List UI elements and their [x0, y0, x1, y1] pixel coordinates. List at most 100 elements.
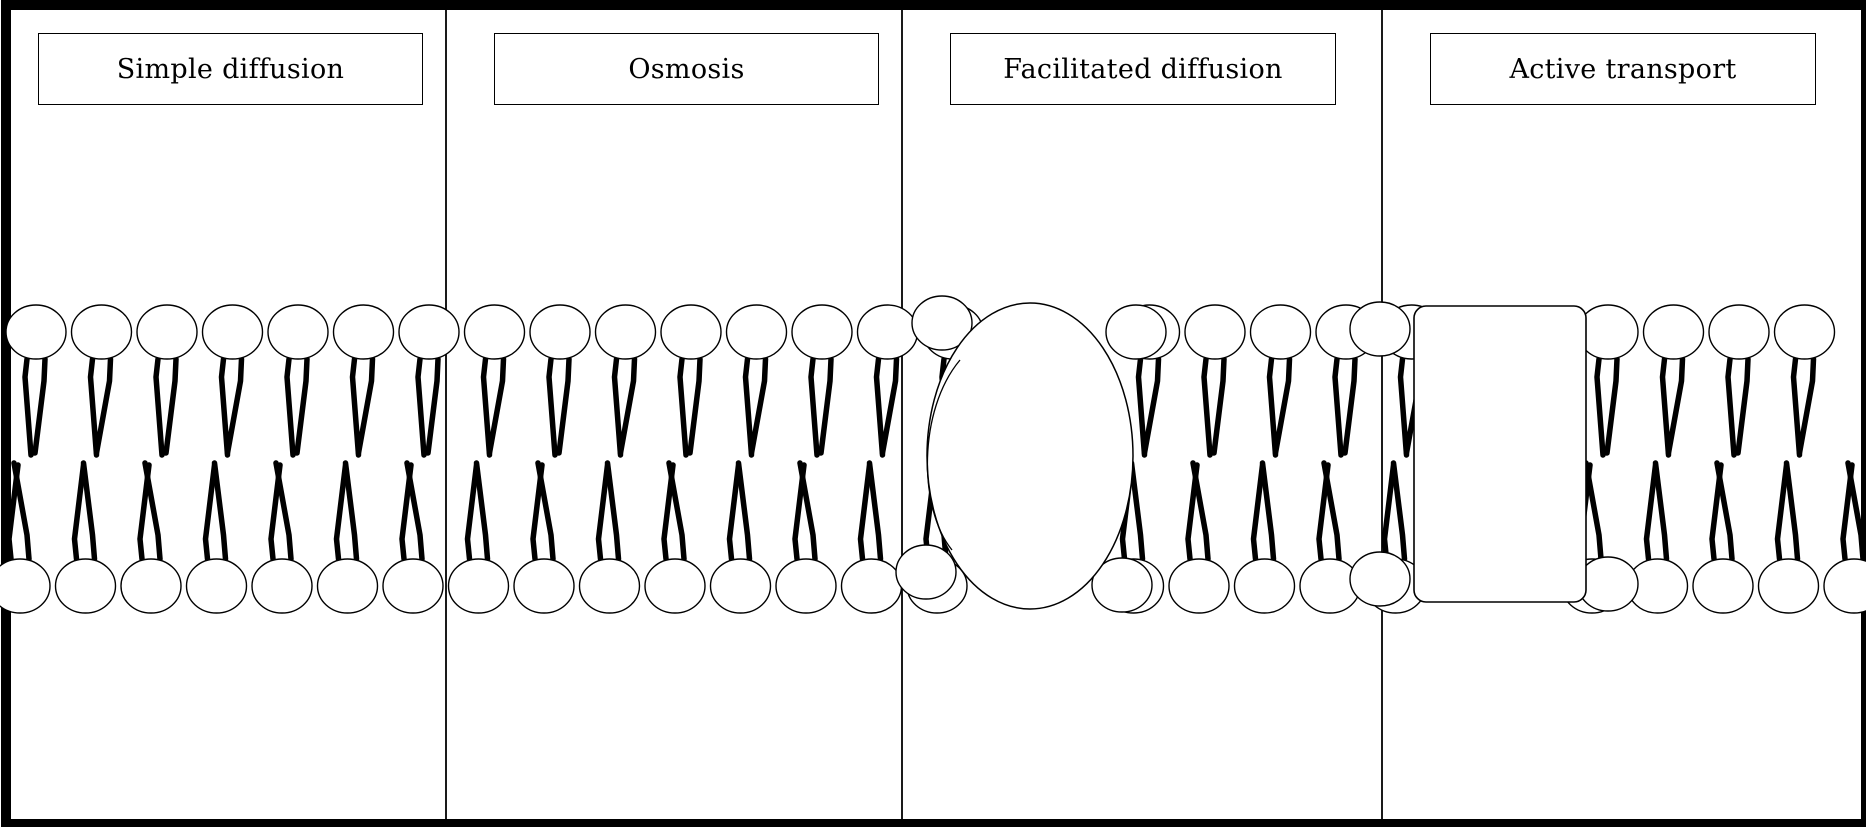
lipid-tail: [1332, 356, 1344, 458]
phospholipid-head: [447, 558, 510, 614]
phospholipid-head: [775, 558, 837, 614]
lipid-tail: [1397, 356, 1410, 458]
lipid-tail: [333, 462, 349, 562]
phospholipid-head: [529, 304, 591, 360]
lipid-tail: [1316, 462, 1331, 562]
panel-title-active-transport: Active transport: [1430, 33, 1816, 105]
phospholipid-head: [1349, 301, 1411, 357]
phospholipid-head: [1105, 304, 1167, 360]
lipid-tail: [1211, 356, 1227, 456]
lipid-tail: [1845, 460, 1866, 562]
lipid-tail: [661, 462, 676, 562]
phospholipid-head: [1349, 551, 1411, 607]
lipid-tail: [268, 462, 283, 562]
lipid-tail: [1135, 356, 1148, 458]
membrane-proteins: [926, 302, 1587, 610]
panel-title-facilitated-diffusion: Facilitated diffusion: [950, 33, 1336, 105]
lipid-tail: [792, 462, 807, 562]
lipid-tail: [818, 356, 834, 456]
phospholipid-head: [578, 558, 641, 614]
lipid-tail: [1272, 356, 1293, 456]
lipid-tail: [273, 460, 294, 562]
lipid-tail: [1643, 462, 1659, 562]
lipid-tail: [1342, 356, 1358, 456]
phospholipid-head: [1773, 304, 1836, 360]
phospholipid-head: [1642, 304, 1705, 360]
lipid-tail: [535, 460, 556, 562]
lipid-tail: [480, 356, 493, 458]
lipid-tail: [1266, 356, 1279, 458]
phospholipid-head: [644, 558, 706, 614]
phospholipid-head: [136, 304, 198, 360]
lipid-tail: [748, 356, 769, 456]
lipid-tail: [1259, 460, 1277, 562]
lipid-tail: [677, 356, 689, 458]
lipid-tail: [1250, 462, 1266, 562]
lipid-tail: [218, 356, 231, 458]
phospholipid-head: [856, 304, 919, 360]
lipid-tail: [1321, 460, 1342, 562]
phospholipid-head: [1249, 304, 1312, 360]
lipid-tail: [1735, 356, 1751, 456]
lipid-tail: [464, 462, 480, 562]
phospholipid-head: [0, 558, 51, 614]
phospholipid-head: [1823, 558, 1866, 614]
phospholipid-head: [185, 558, 248, 614]
lipid-tail: [617, 356, 638, 456]
phospholipid-head: [251, 558, 313, 614]
lipid-tail: [71, 462, 87, 562]
lipid-tail: [32, 356, 48, 456]
phospholipid-head: [1757, 558, 1820, 614]
lipid-tail: [224, 356, 245, 456]
lipid-tail: [1201, 356, 1213, 458]
lipid-tail: [349, 356, 362, 458]
lipid-tail: [11, 460, 32, 562]
lipid-tail: [742, 356, 755, 458]
lipid-tail: [879, 356, 900, 456]
channel-protein: [926, 302, 1134, 610]
lipid-tail: [595, 462, 611, 562]
phospholipid-head: [120, 558, 182, 614]
phospholipid-head: [1577, 304, 1639, 360]
lipid-tail: [1709, 462, 1724, 562]
phospholipid-head: [1577, 556, 1639, 612]
lipid-tail: [1185, 462, 1200, 562]
lipid-tail: [399, 462, 414, 562]
lipid-tail: [1790, 356, 1803, 458]
phospholipid-head: [54, 558, 117, 614]
lipid-tail: [1390, 460, 1408, 562]
lipid-tail: [1583, 460, 1604, 562]
lipid-tail: [530, 462, 545, 562]
phospholipid-head: [791, 304, 853, 360]
lipid-tail: [202, 462, 218, 562]
lipid-tail: [735, 460, 753, 562]
lipid-tail: [1659, 356, 1672, 458]
phospholipid-head: [594, 304, 657, 360]
panel-title-simple-diffusion: Simple diffusion: [38, 33, 423, 105]
phospholipid-head: [840, 558, 903, 614]
lipid-tail: [556, 356, 572, 456]
lipid-tail: [211, 460, 229, 562]
phospholipid-head: [201, 304, 264, 360]
lipid-tail: [1190, 460, 1211, 562]
carrier-protein: [1413, 305, 1587, 603]
phospholipid-head: [1233, 558, 1296, 614]
panel-title-osmosis: Osmosis: [494, 33, 879, 105]
phospholipid-head: [70, 304, 133, 360]
lipid-tail: [415, 356, 427, 458]
lipid-tail: [866, 460, 884, 562]
phospholipid-head: [382, 558, 444, 614]
lipid-tail: [355, 356, 376, 456]
lipid-tail: [163, 356, 179, 456]
channel-protein-edge: [926, 359, 961, 551]
phospholipid-head: [895, 544, 957, 600]
lipid-tail: [1796, 356, 1817, 456]
lipid-tail: [1714, 460, 1735, 562]
lipid-tail: [425, 356, 441, 456]
lipid-tail: [137, 462, 152, 562]
lipid-tail: [284, 356, 296, 458]
lipid-tail: [687, 356, 703, 456]
phospholipid-head: [5, 304, 67, 360]
lipid-tail: [726, 462, 742, 562]
phospholipid-head: [463, 304, 526, 360]
